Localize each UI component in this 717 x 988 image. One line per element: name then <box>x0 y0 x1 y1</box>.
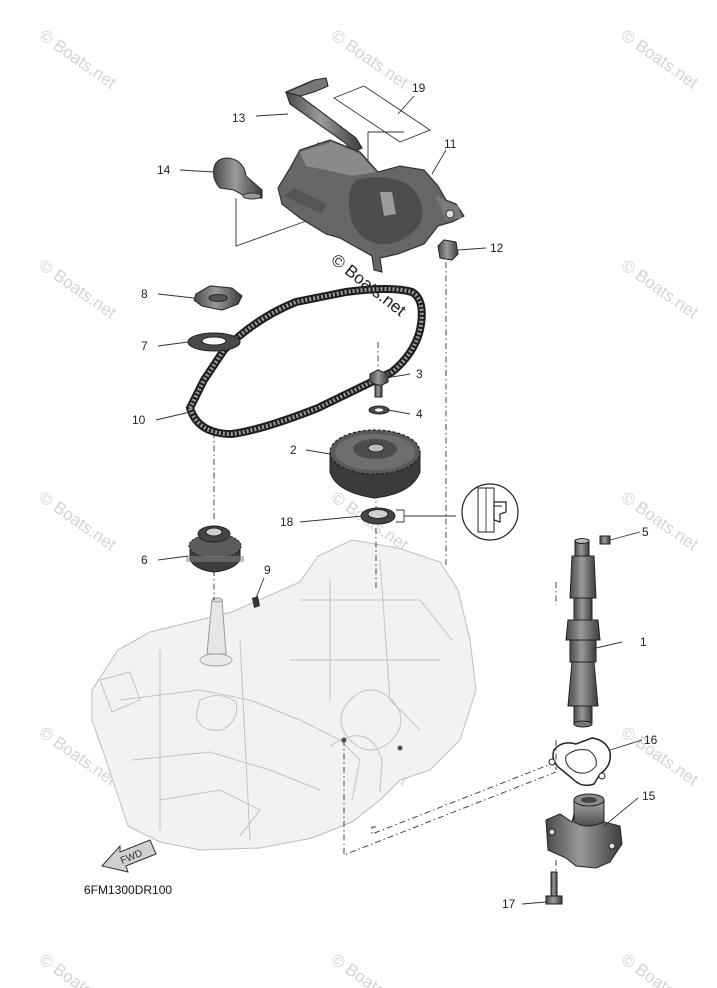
nut-12 <box>437 239 459 261</box>
grommet <box>213 157 263 200</box>
callout-15: 15 <box>642 789 656 803</box>
callout-5: 5 <box>642 525 649 539</box>
watermark: © Boats.net <box>328 950 412 988</box>
washer-4 <box>368 405 390 415</box>
oil-seal <box>360 507 456 525</box>
oil-pump <box>545 793 623 869</box>
timing-belt-cover <box>277 139 465 273</box>
callout-14: 14 <box>157 163 171 177</box>
callout-18: 18 <box>280 515 294 529</box>
watermark: © Boats.net <box>618 723 702 790</box>
woodruff-key <box>252 596 260 608</box>
guide-lines <box>213 131 610 880</box>
leader-lines <box>155 95 643 905</box>
fwd-arrow: FWD <box>101 839 157 873</box>
dowel-pin <box>599 535 611 545</box>
watermark: © Boats.net <box>618 950 702 988</box>
callout-10: 10 <box>132 413 146 427</box>
callout-8: 8 <box>141 287 148 301</box>
washer-7 <box>187 332 241 352</box>
callout-2: 2 <box>290 443 297 457</box>
watermark: © Boats.net <box>328 26 412 93</box>
bolt-17 <box>545 871 563 905</box>
watermark: © Boats.net <box>36 950 120 988</box>
camshaft-pulley <box>329 429 421 499</box>
callout-12: 12 <box>490 241 504 255</box>
crankshaft-pulley <box>186 525 244 573</box>
callouts: 1 2 3 4 5 6 7 8 9 10 11 12 13 14 15 16 1… <box>132 81 658 911</box>
callout-1: 1 <box>640 635 647 649</box>
callout-6: 6 <box>141 553 148 567</box>
callout-19: 19 <box>412 81 426 95</box>
diagram-code: 6FM1300DR100 <box>84 883 172 897</box>
callout-17: 17 <box>502 897 516 911</box>
seal-detail-inset <box>461 483 519 541</box>
callout-7: 7 <box>141 339 148 353</box>
flywheel-nut <box>193 285 243 311</box>
watermark: © Boats.net <box>618 256 702 323</box>
watermark: © Boats.net <box>36 488 120 555</box>
label-plate <box>333 85 431 143</box>
watermark: © Boats.net <box>618 26 702 93</box>
watermark-center: © Boats.net <box>328 250 410 320</box>
callout-16: 16 <box>644 733 658 747</box>
watermark: © Boats.net <box>36 256 120 323</box>
bolt-3 <box>369 369 389 398</box>
callout-4: 4 <box>416 407 423 421</box>
watermark: © Boats.net <box>618 488 702 555</box>
watermark: © Boats.net <box>36 26 120 93</box>
camshaft <box>565 538 601 728</box>
engine-block <box>91 539 477 851</box>
callout-9: 9 <box>264 563 271 577</box>
seal-strip <box>284 77 363 153</box>
callout-3: 3 <box>416 367 423 381</box>
callout-11: 11 <box>444 137 457 151</box>
oil-pump-gasket <box>548 737 612 787</box>
callout-13: 13 <box>232 111 246 125</box>
